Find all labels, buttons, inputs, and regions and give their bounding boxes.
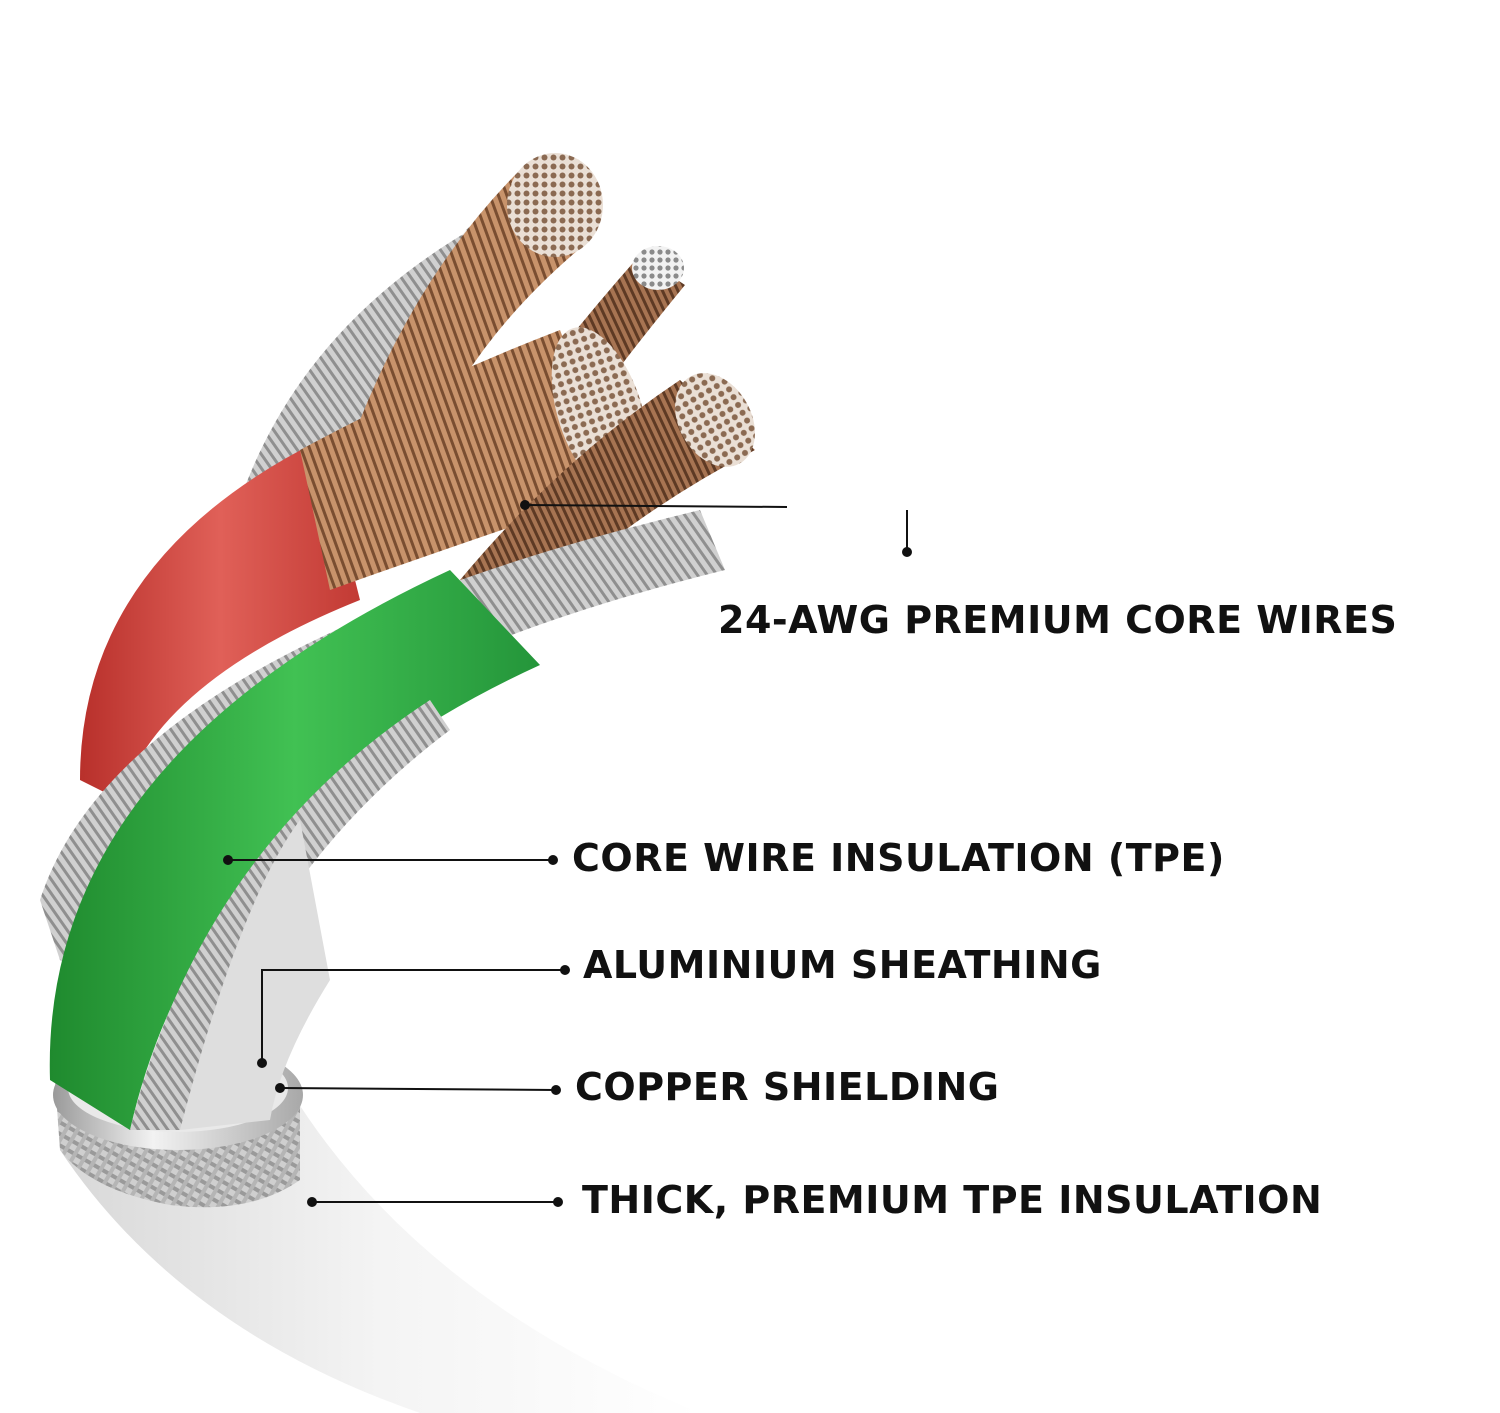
- label-aluminium-sheathing: ALUMINIUM SHEATHING: [583, 943, 1102, 987]
- label-core-insulation: CORE WIRE INSULATION (TPE): [572, 836, 1225, 880]
- label-copper-shielding: COPPER SHIELDING: [575, 1065, 1000, 1109]
- label-core-wires: 24-AWG PREMIUM CORE WIRES: [718, 598, 1398, 642]
- silver-strand-inner: [130, 700, 450, 1130]
- copper-core-main: [300, 330, 620, 590]
- label-outer-insulation: THICK, PREMIUM TPE INSULATION: [582, 1178, 1323, 1222]
- leader-lines: [223, 500, 912, 1207]
- red-core-insulation: [80, 440, 360, 800]
